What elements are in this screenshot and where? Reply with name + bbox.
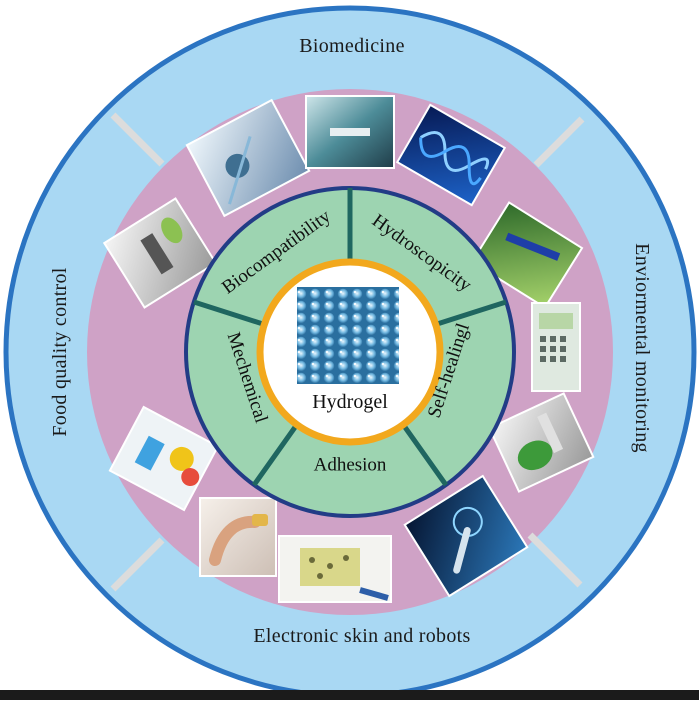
surgery-photo bbox=[306, 96, 394, 168]
finger-sensor-photo bbox=[200, 498, 276, 576]
application-label-biomedicine: Biomedicine bbox=[299, 35, 405, 57]
flexible-circuit-photo bbox=[279, 536, 391, 602]
application-label-environmental-monitoring: Enviormental monitoring bbox=[631, 243, 653, 453]
center-label: Hydrogel bbox=[312, 391, 388, 413]
application-label-electronic-skin: Electronic skin and robots bbox=[253, 625, 470, 647]
sensor-device-photo bbox=[532, 303, 580, 391]
application-label-food-quality: Food quality control bbox=[49, 267, 71, 436]
bottom-bar bbox=[0, 690, 699, 700]
property-label-adhesion: Adhesion bbox=[314, 454, 387, 475]
hydrogel-beads-image bbox=[297, 287, 399, 384]
